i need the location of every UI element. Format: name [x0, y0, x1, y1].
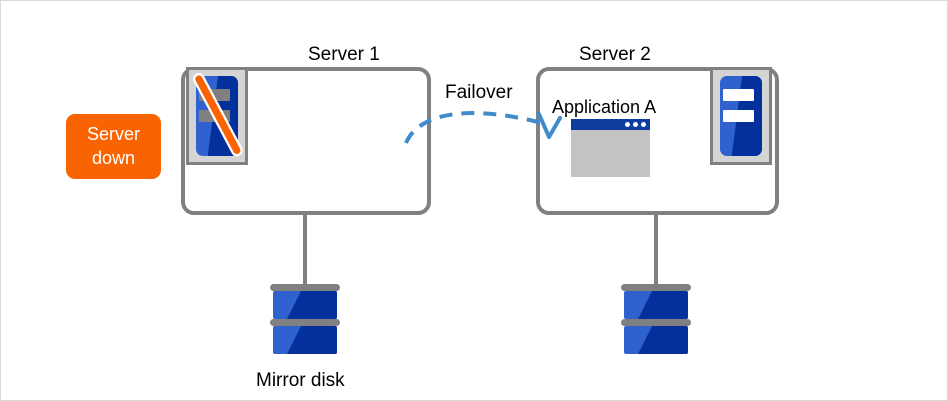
disk-platter-1 [273, 291, 337, 319]
failover-label: Failover [445, 82, 513, 103]
window-titlebar [571, 119, 650, 130]
status-badge-line1: Server [86, 124, 140, 145]
mirror-disk-label: Mirror disk [256, 370, 345, 391]
server-led-bar-2 [199, 110, 231, 123]
server-led-bar-1 [199, 89, 231, 102]
mirror-disk-left-icon [270, 284, 340, 360]
disk-platter-shade [287, 291, 337, 319]
disk-rail-2 [621, 319, 691, 326]
server-led-bar-1 [723, 89, 755, 102]
disk-platter-shade [638, 291, 688, 319]
application-window-icon [571, 119, 650, 177]
mirror-disk-right-icon [621, 284, 691, 360]
disk-platter-shade [638, 326, 688, 354]
status-badge: Server down [66, 114, 161, 179]
server2-title: Server 2 [579, 44, 651, 65]
window-dot-3 [641, 122, 646, 127]
disk-platter-1 [624, 291, 688, 319]
server-active-icon [710, 67, 772, 165]
disk-platter-shade [287, 326, 337, 354]
status-badge-line2: down [91, 147, 136, 168]
window-dot-1 [625, 122, 630, 127]
disk-rail-2 [270, 319, 340, 326]
disk-rail-1 [621, 284, 691, 291]
window-dot-2 [633, 122, 638, 127]
disk-platter-2 [273, 326, 337, 354]
server1-disk-connector [303, 215, 307, 287]
window-body [571, 130, 650, 177]
server-down-icon [186, 67, 248, 165]
disk-platter-2 [624, 326, 688, 354]
server-led-bar-2 [723, 110, 755, 123]
disk-rail-1 [270, 284, 340, 291]
server2-disk-connector [654, 215, 658, 287]
application-label: Application A [552, 97, 657, 117]
server1-title: Server 1 [308, 44, 380, 65]
